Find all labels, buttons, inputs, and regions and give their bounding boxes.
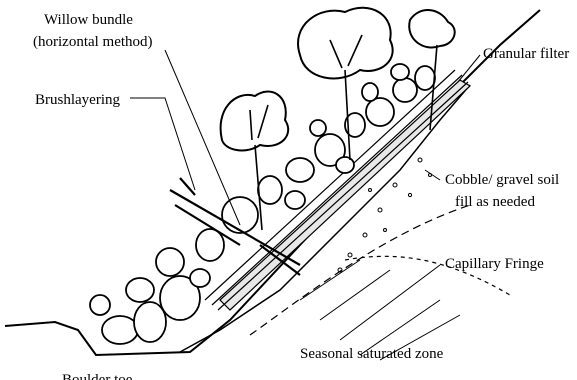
capillary-fringe-leader	[420, 265, 440, 280]
brushlayering-leader	[130, 98, 195, 190]
label-horizontal-method: (horizontal method)	[33, 34, 153, 50]
label-seasonal-saturated-zone: Seasonal saturated zone	[300, 346, 444, 362]
cobble-gravel-fill	[338, 158, 432, 272]
water-table-curve	[250, 205, 470, 335]
saturated-zone-hatching	[300, 260, 460, 360]
label-boulder-toe-partial: Boulder toe	[62, 372, 133, 380]
label-granular-filter: Granular filter	[483, 46, 569, 62]
label-capillary-fringe: Capillary Fringe	[445, 256, 544, 272]
label-cobble-gravel-line2: fill as needed	[455, 194, 535, 210]
cobble-gravel-leader	[425, 170, 440, 180]
label-brushlayering: Brushlayering	[35, 92, 120, 108]
label-cobble-gravel-line1: Cobble/ gravel soil	[445, 172, 559, 188]
label-willow-bundle: Willow bundle	[44, 12, 133, 28]
